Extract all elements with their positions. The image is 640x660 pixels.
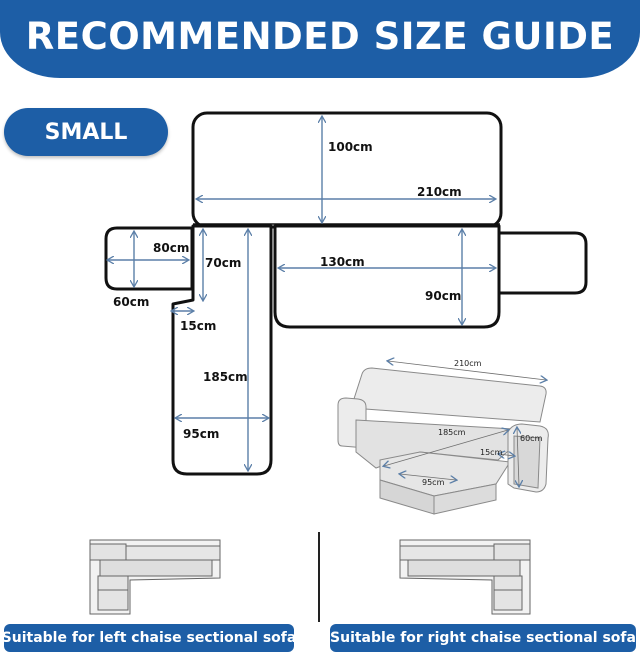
caption-left-text: Suitable for left chaise sectional sofa	[1, 630, 297, 646]
backrest-panel	[191, 111, 503, 229]
label-chaise-upper: 70cm	[205, 256, 241, 270]
sofa-chaise-side	[433, 483, 497, 515]
sofa-arrow-chaise-width	[400, 474, 456, 480]
sofa-label-width: 210cm	[454, 359, 482, 368]
seat-panel	[273, 224, 501, 329]
label-back-width: 210cm	[417, 185, 462, 199]
sofa-arrow-arm	[517, 428, 519, 486]
sofa-label-chaise-width: 95cm	[422, 478, 445, 487]
size-label: SMALL	[44, 119, 128, 145]
section-divider	[318, 532, 320, 622]
label-back-depth: 100cm	[328, 140, 373, 154]
sofa-label-arm: 60cm	[520, 434, 543, 443]
header-banner: RECOMMENDED SIZE GUIDE	[0, 0, 640, 78]
caption-right-chaise: Suitable for right chaise sectional sofa	[330, 624, 636, 652]
sofa-arrow-width	[388, 361, 546, 380]
label-seat-depth: 90cm	[425, 289, 461, 303]
sofa-illustration: 210cm 185cm 60cm 15cm 95cm	[337, 359, 549, 515]
caption-left-chaise: Suitable for left chaise sectional sofa	[1, 624, 297, 652]
right-arm-panel	[497, 231, 588, 295]
left-chaise-diagram	[89, 539, 221, 615]
label-chaise-gap: 15cm	[180, 319, 216, 333]
label-seat-width: 130cm	[320, 255, 365, 269]
sofa-label-chaise: 185cm	[438, 428, 466, 437]
page-title: RECOMMENDED SIZE GUIDE	[25, 14, 615, 58]
size-badge: SMALL	[4, 108, 168, 156]
left-arm-panel	[104, 226, 194, 291]
caption-right-text: Suitable for right chaise sectional sofa	[330, 630, 636, 646]
sofa-label-gap: 15cm	[480, 448, 503, 457]
sofa-arrow-gap	[499, 454, 514, 456]
label-arm-length: 80cm	[153, 241, 189, 255]
label-chaise-width: 95cm	[183, 427, 219, 441]
sofa-arrow-chaise	[384, 430, 508, 466]
label-arm-width: 60cm	[113, 295, 149, 309]
label-chaise-length: 185cm	[203, 370, 248, 384]
right-chaise-diagram	[399, 539, 531, 615]
sofa-backrest	[351, 367, 547, 423]
